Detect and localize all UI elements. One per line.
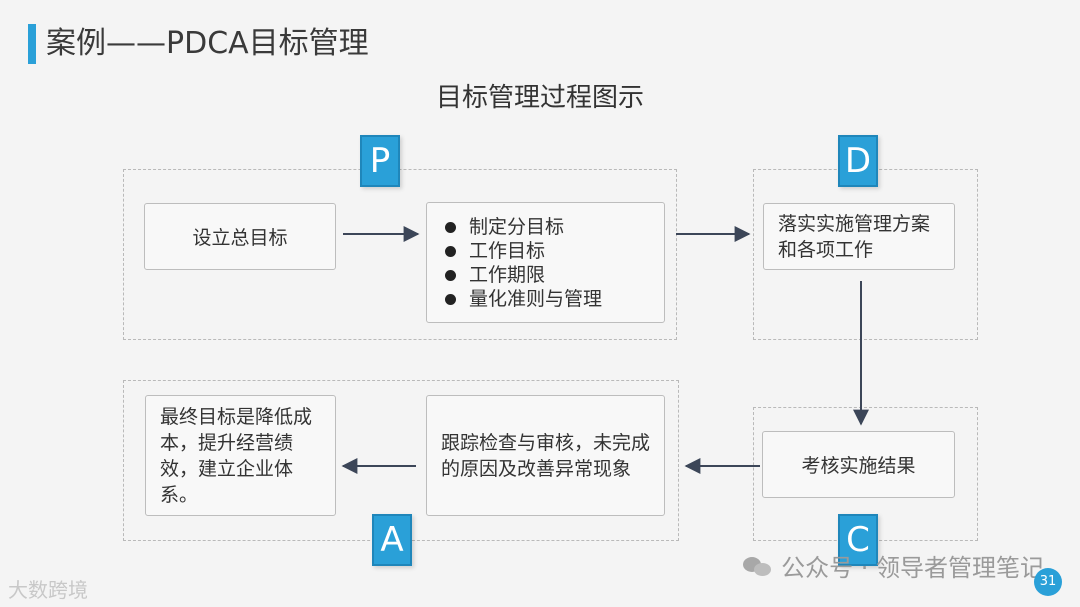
sub-goals-list: 制定分目标 工作目标 工作期限 量化准则与管理 bbox=[441, 215, 650, 311]
node-final-goal-label: 最终目标是降低成本，提升经营绩效，建立企业体系。 bbox=[160, 405, 313, 506]
phase-badge-a: A bbox=[372, 514, 412, 566]
phase-badge-p: P bbox=[360, 135, 400, 187]
node-final-goal: 最终目标是降低成本，提升经营绩效，建立企业体系。 bbox=[145, 395, 336, 516]
watermark: 公众号 · 领导者管理笔记 bbox=[743, 548, 1044, 583]
node-sub-goals: 制定分目标 工作目标 工作期限 量化准则与管理 bbox=[426, 202, 665, 323]
title-accent-bar bbox=[28, 24, 36, 64]
node-track: 跟踪检查与审核，未完成的原因及改善异常现象 bbox=[426, 395, 665, 516]
page-title: 案例——PDCA目标管理 bbox=[46, 26, 369, 61]
list-item: 量化准则与管理 bbox=[441, 287, 650, 311]
node-implement-label: 落实实施管理方案和各项工作 bbox=[778, 212, 931, 261]
list-item: 工作目标 bbox=[441, 239, 650, 263]
page-number: 31 bbox=[1034, 568, 1062, 596]
watermark-text: 公众号 · 领导者管理笔记 bbox=[781, 554, 1044, 582]
phase-badge-d: D bbox=[838, 135, 878, 187]
region-plan bbox=[123, 169, 677, 340]
wechat-icon bbox=[743, 555, 773, 577]
node-assess: 考核实施结果 bbox=[762, 431, 955, 498]
phase-badge-c: C bbox=[838, 514, 878, 566]
diagram-title: 目标管理过程图示 bbox=[435, 83, 644, 113]
brand-mark: 大数跨境 bbox=[8, 578, 88, 602]
list-item: 制定分目标 bbox=[441, 215, 650, 239]
node-assess-label: 考核实施结果 bbox=[801, 455, 916, 477]
node-set-goal: 设立总目标 bbox=[144, 203, 336, 270]
node-set-goal-label: 设立总目标 bbox=[192, 227, 288, 249]
node-implement: 落实实施管理方案和各项工作 bbox=[763, 203, 955, 270]
node-track-label: 跟踪检查与审核，未完成的原因及改善异常现象 bbox=[441, 431, 651, 480]
list-item: 工作期限 bbox=[441, 263, 650, 287]
